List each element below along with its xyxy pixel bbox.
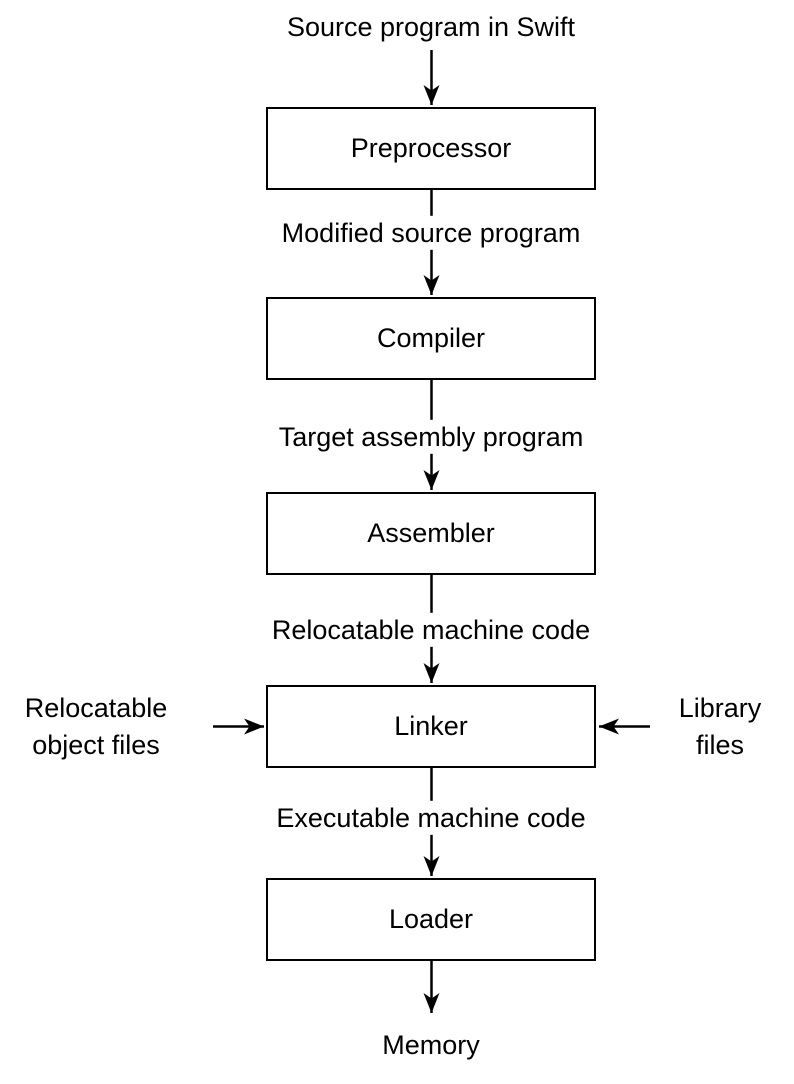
node-linker: Linker — [266, 685, 596, 768]
label-relocatable-object-files-line1: Relocatable — [24, 693, 168, 723]
edge-label-relocatable-machine-code: Relocatable machine code — [268, 612, 594, 648]
label-library-files: Library files — [650, 690, 790, 764]
label-relocatable-object-files: Relocatable object files — [6, 690, 186, 764]
label-library-files-line1: Library — [678, 693, 762, 723]
label-library-files-line2: files — [695, 730, 744, 760]
label-source-program: Source program in Swift — [286, 11, 576, 42]
edge-label-executable-machine-code: Executable machine code — [273, 800, 589, 836]
label-relocatable-object-files-line2: object files — [32, 730, 160, 760]
node-assembler: Assembler — [266, 492, 596, 575]
node-compiler: Compiler — [266, 297, 596, 380]
label-memory: Memory — [382, 1029, 480, 1060]
edge-label-target-assembly: Target assembly program — [275, 419, 587, 455]
node-preprocessor: Preprocessor — [266, 107, 596, 190]
node-loader: Loader — [266, 878, 596, 961]
edge-label-modified-source: Modified source program — [278, 215, 584, 251]
